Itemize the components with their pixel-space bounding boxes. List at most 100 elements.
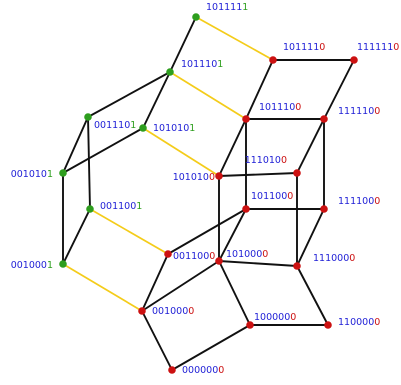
node-1011110	[269, 56, 277, 64]
edge-1111110-1111100	[323, 59, 355, 120]
label-last-bit: 0	[287, 191, 293, 202]
yellow-edge-0011001-0011000	[89, 208, 169, 255]
node-label-1110000: 1110000	[313, 253, 355, 264]
nodes-layer	[59, 13, 358, 374]
node-label-1011101: 1011101	[181, 59, 223, 70]
edge-1011101-0011101	[87, 71, 171, 118]
node-1010101	[139, 124, 147, 132]
edge-1111100-1110100	[296, 118, 325, 174]
label-last-bit: 1	[130, 120, 136, 131]
label-prefix: 001010	[11, 169, 47, 180]
edge-1011000-0011000	[167, 208, 247, 255]
label-prefix: 001100	[173, 251, 209, 262]
node-1011101	[166, 68, 174, 76]
label-prefix: 100000	[254, 312, 290, 323]
node-label-1011100: 1011100	[259, 102, 301, 113]
node-1010100	[215, 172, 223, 180]
node-1011100	[242, 115, 250, 123]
node-1011000	[242, 205, 250, 213]
node-label-0010101: 0010101	[11, 169, 53, 180]
label-prefix: 101110	[181, 59, 217, 70]
label-prefix: 001000	[11, 260, 47, 271]
edge-1111000-1110000	[296, 208, 325, 267]
yellow-edge-0010001-0010000	[62, 263, 143, 312]
label-last-bit: 0	[295, 102, 301, 113]
node-label-1010000: 1010000	[226, 249, 268, 260]
label-last-bit: 0	[349, 253, 355, 264]
node-1110000	[293, 262, 301, 270]
label-last-bit: 0	[374, 196, 380, 207]
label-prefix: 101100	[251, 191, 287, 202]
node-0011001	[86, 205, 94, 213]
node-1000000	[246, 321, 254, 329]
node-label-1010101: 1010101	[153, 123, 195, 134]
node-label-1011111: 1011111	[206, 2, 248, 13]
yellow-edge-1011101-1011100	[169, 71, 247, 120]
label-prefix: 101010	[153, 123, 189, 134]
label-last-bit: 0	[188, 306, 194, 317]
edge-1011100-1010100	[218, 118, 247, 177]
node-label-0011001: 0011001	[100, 201, 142, 212]
edge-0011000-0010000	[141, 253, 169, 312]
label-last-bit: 1	[136, 201, 142, 212]
label-last-bit: 0	[218, 365, 224, 376]
node-label-1111000: 1111000	[338, 196, 380, 207]
node-label-0011101: 0011101	[94, 120, 136, 131]
label-prefix: 001100	[100, 201, 136, 212]
node-0010101	[59, 169, 67, 177]
node-0011101	[84, 113, 92, 121]
node-label-1010100: 1010100	[173, 172, 215, 183]
label-prefix: 101010	[173, 172, 209, 183]
node-1110100	[293, 169, 301, 177]
label-prefix: 111010	[245, 155, 281, 166]
edge-1011110-1011100	[245, 59, 274, 120]
label-prefix: 101110	[259, 102, 295, 113]
label-prefix: 001110	[94, 120, 130, 131]
node-label-1100000: 1100000	[338, 317, 380, 328]
label-prefix: 111100	[338, 196, 374, 207]
label-last-bit: 1	[47, 169, 53, 180]
node-label-1011000: 1011000	[251, 191, 293, 202]
node-0011000	[164, 250, 172, 258]
edge-1010000-1110000	[218, 260, 298, 267]
label-prefix: 000000	[182, 365, 218, 376]
edge-1110000-1100000	[296, 265, 329, 326]
label-last-bit: 0	[319, 42, 325, 53]
node-label-1111100: 1111100	[338, 106, 380, 117]
label-prefix: 101111	[283, 42, 319, 53]
label-last-bit: 0	[393, 42, 399, 53]
node-1111100	[320, 115, 328, 123]
edge-1000000-0000000	[171, 324, 251, 371]
label-prefix: 111111	[357, 42, 393, 53]
label-last-bit: 0	[374, 106, 380, 117]
node-0010000	[138, 307, 146, 315]
label-last-bit: 0	[281, 155, 287, 166]
node-0010001	[59, 260, 67, 268]
node-label-1111110: 1111110	[357, 42, 399, 53]
node-label-0000000: 0000000	[182, 365, 224, 376]
label-last-bit: 0	[262, 249, 268, 260]
node-0000000	[168, 366, 176, 374]
label-prefix: 101111	[206, 2, 242, 13]
node-label-1011110: 1011110	[283, 42, 325, 53]
node-label-0011000: 0011000	[173, 251, 215, 262]
edge-0011001-0010001	[62, 208, 91, 265]
edge-1011000-1010000	[218, 208, 247, 262]
yellow-edge-1011111-1011110	[195, 16, 274, 61]
edge-0011101-0011001	[87, 116, 91, 210]
node-1111000	[320, 205, 328, 213]
label-last-bit: 0	[374, 317, 380, 328]
label-last-bit: 1	[189, 123, 195, 134]
edge-0010000-0000000	[141, 310, 173, 371]
edge-1010000-0010000	[141, 260, 220, 312]
node-label-0010000: 0010000	[152, 306, 194, 317]
node-label-1000000: 1000000	[254, 312, 296, 323]
label-prefix: 111000	[313, 253, 349, 264]
label-prefix: 111110	[338, 106, 374, 117]
label-prefix: 110000	[338, 317, 374, 328]
label-last-bit: 1	[217, 59, 223, 70]
label-last-bit: 0	[290, 312, 296, 323]
